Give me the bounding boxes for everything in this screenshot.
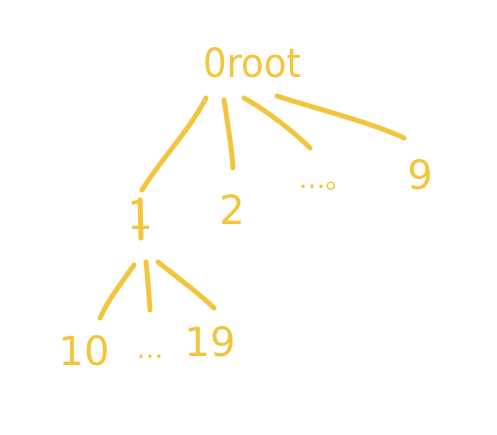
edge-n1-n10 xyxy=(97,262,137,321)
edge-n1-stem xyxy=(137,197,144,241)
node-9-label: 9 xyxy=(407,153,432,199)
node-2-label: 2 xyxy=(219,188,244,234)
edge-root-n2 xyxy=(221,97,236,171)
node-19-label: 19 xyxy=(185,320,236,366)
node-mid-label: ...。 xyxy=(299,162,354,195)
node-root-label: 0root xyxy=(203,41,301,87)
edge-root-n9 xyxy=(274,93,407,141)
node-10-label: 10 xyxy=(59,329,110,375)
edge-n1-ndots xyxy=(143,259,153,313)
edge-n1-n19 xyxy=(155,259,217,311)
node-dots-label: ... xyxy=(137,332,164,365)
edge-root-n1 xyxy=(139,95,209,193)
node-1-label: 1 xyxy=(127,193,152,239)
edge-root-nmid xyxy=(241,95,313,151)
